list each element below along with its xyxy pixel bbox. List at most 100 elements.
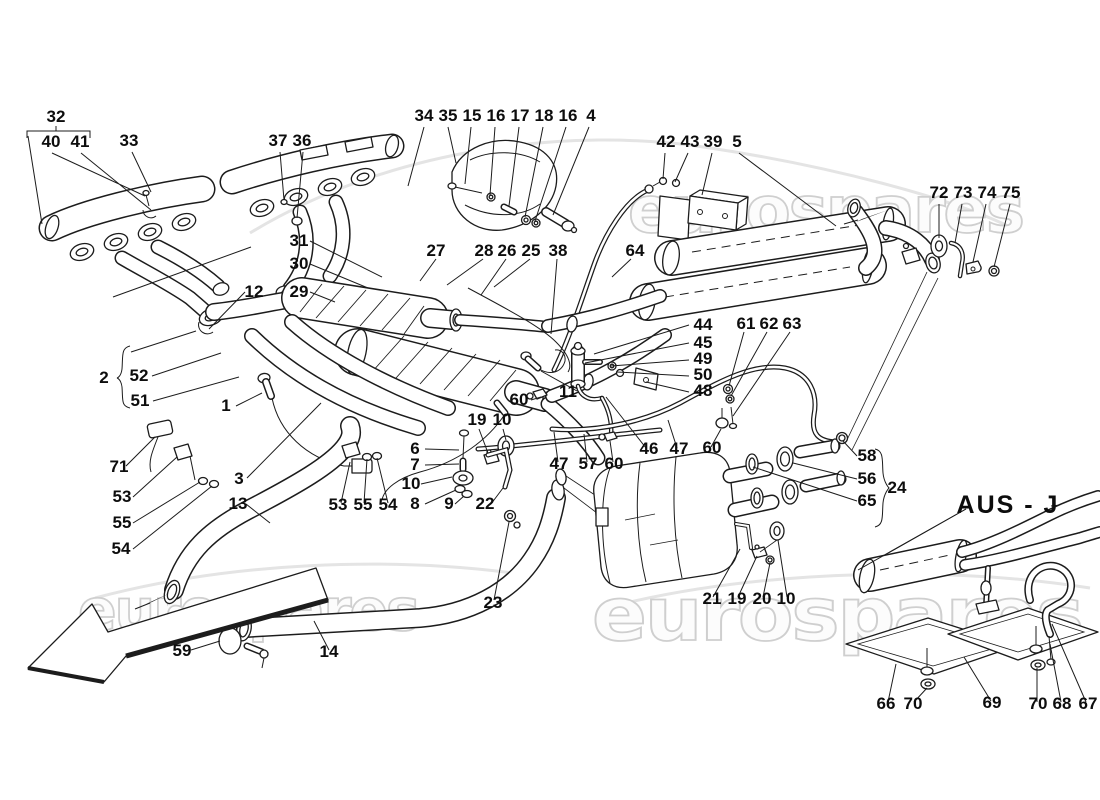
fitting-60 [532, 388, 548, 400]
callout-16: 16 [487, 106, 506, 125]
callout-49: 49 [694, 349, 713, 368]
inset-label: AUS - J [957, 491, 1060, 519]
callout-28: 28 [475, 241, 494, 260]
callout-52: 52 [130, 366, 149, 385]
callout-58: 58 [858, 446, 877, 465]
callout-33: 33 [120, 131, 139, 150]
callout-62: 62 [760, 314, 779, 333]
callout-67: 67 [1079, 694, 1098, 713]
callout-46: 46 [640, 439, 659, 458]
front-pipes [244, 314, 456, 436]
callout-30: 30 [290, 254, 309, 273]
rear-pipes [134, 416, 602, 669]
callout-36: 36 [293, 131, 312, 150]
callout-20: 20 [753, 589, 772, 608]
tail-hangers [734, 521, 785, 565]
callout-64: 64 [626, 241, 645, 260]
callout-38: 38 [549, 241, 568, 260]
callout-24: 24 [888, 478, 907, 497]
callout-44: 44 [694, 315, 713, 334]
callout-70: 70 [1029, 694, 1048, 713]
muffler-bracket [595, 507, 609, 527]
callout-14: 14 [320, 642, 339, 661]
callout-75: 75 [1002, 183, 1021, 202]
callout-47: 47 [550, 454, 569, 473]
callout-26: 26 [498, 241, 517, 260]
vacuum-tube-64 [551, 181, 661, 373]
callout-50: 50 [694, 365, 713, 384]
gasket-36 [291, 216, 303, 226]
bolt-37 [280, 198, 288, 206]
hook-bracket-53-left [173, 443, 193, 461]
washer-9 [461, 489, 473, 499]
callout-47: 47 [670, 439, 689, 458]
washer-70 [920, 666, 934, 676]
leader-lines [26, 126, 1087, 703]
clip-50 [615, 368, 625, 378]
connector-71 [146, 419, 174, 439]
bolt-68 [1048, 635, 1052, 661]
callout-32: 32 [47, 107, 66, 126]
washer-55-left [197, 476, 209, 486]
callout-18: 18 [535, 106, 554, 125]
exhaust-manifold-right [219, 133, 405, 303]
watermark-text: eurospares [592, 572, 1082, 658]
hose-38 [467, 287, 571, 373]
callout-5: 5 [732, 132, 741, 151]
fitting-44 [573, 341, 583, 351]
rear-muffler-body [593, 451, 738, 589]
callout-72: 72 [930, 183, 949, 202]
direction-arrow-big [27, 567, 329, 684]
callout-16: 16 [559, 106, 578, 125]
washer-70 [1029, 644, 1043, 654]
callout-10: 10 [402, 474, 421, 493]
cat1-hatching [299, 283, 425, 335]
callout-22: 22 [476, 494, 495, 513]
callout-45: 45 [694, 333, 713, 352]
hook-bracket-53 [341, 441, 361, 459]
callout-13: 13 [229, 494, 248, 513]
callout-59: 59 [173, 641, 192, 660]
callout-53: 53 [329, 495, 348, 514]
sensor-4 [561, 220, 575, 232]
clamp-41 [142, 209, 157, 219]
callout-29: 29 [290, 282, 309, 301]
callout-55: 55 [113, 513, 132, 532]
manifold-right-ports [249, 167, 376, 218]
callout-12: 12 [245, 282, 264, 301]
callout-56: 56 [858, 469, 877, 488]
hoses-and-valve [467, 287, 839, 452]
callout-35: 35 [439, 106, 458, 125]
callout-40: 40 [42, 132, 61, 151]
callout-19: 19 [728, 589, 747, 608]
bolt-15 [447, 182, 457, 190]
callout-3: 3 [234, 469, 243, 488]
callout-63: 63 [783, 314, 802, 333]
callout-61: 61 [737, 314, 756, 333]
callout-7: 7 [410, 455, 419, 474]
aus-j-inset [845, 490, 1100, 690]
callout-4: 4 [586, 106, 596, 125]
car-swoosh-bottom-left [94, 562, 521, 600]
direction-arrow-small-left [146, 593, 170, 604]
callout-39: 39 [704, 132, 723, 151]
callout-54: 54 [379, 495, 398, 514]
callout-54: 54 [112, 539, 131, 558]
callout-55: 55 [354, 495, 373, 514]
callout-73: 73 [954, 183, 973, 202]
callout-60: 60 [703, 438, 722, 457]
callout-68: 68 [1053, 694, 1072, 713]
callout-48: 48 [694, 381, 713, 400]
car-swoosh-top [249, 138, 1009, 235]
bracket-32 [26, 126, 91, 138]
rear-muffler [593, 271, 939, 589]
clamp-12 [198, 321, 214, 335]
sensor-connector [351, 458, 373, 474]
callout-17: 17 [511, 106, 530, 125]
washer-8 [454, 484, 466, 494]
heat-shield-69 [947, 607, 1099, 661]
fitting-60 [603, 431, 618, 442]
bolt-6 [458, 429, 470, 437]
callout-8: 8 [410, 494, 419, 513]
